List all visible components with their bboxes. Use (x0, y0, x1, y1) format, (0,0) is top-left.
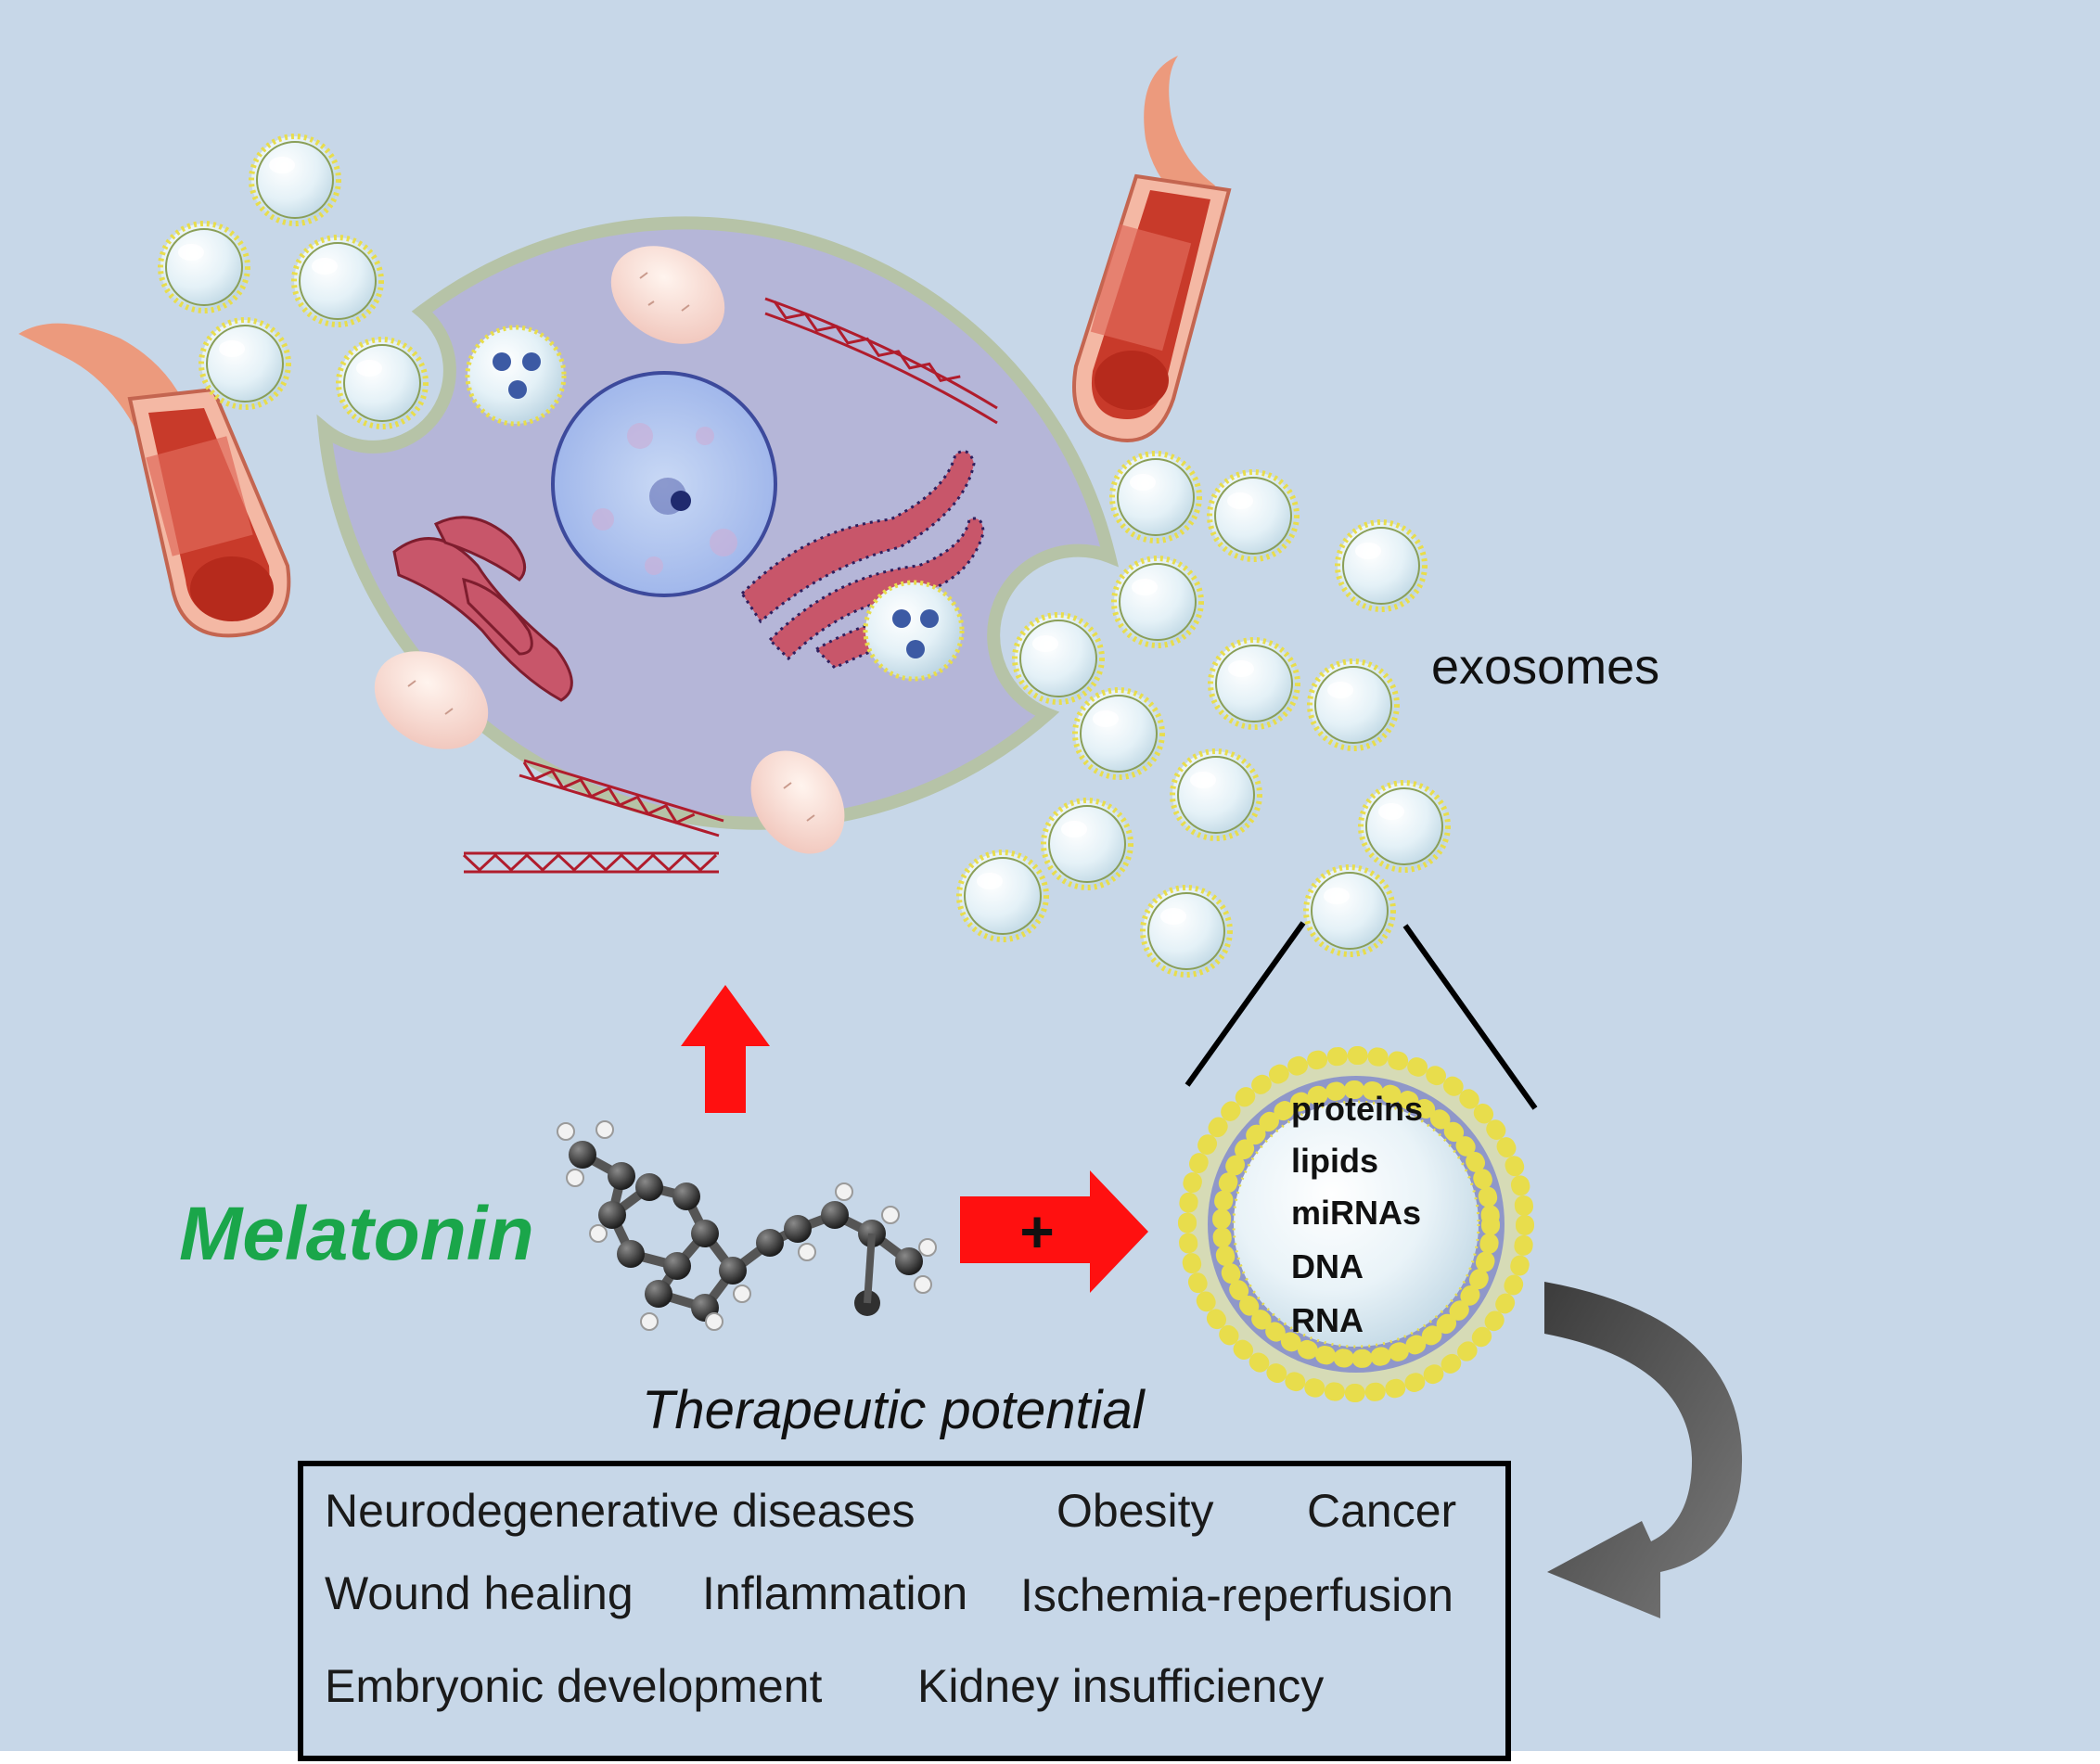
cytoskeleton-filament (519, 759, 724, 837)
molecule-hydrogen (566, 1169, 584, 1187)
multivesicular-body (863, 580, 965, 682)
multivesicular-body (465, 325, 567, 427)
molecule-atom (672, 1182, 700, 1210)
exosome-vesicle (249, 134, 341, 226)
exosome-detail (1178, 1046, 1534, 1402)
melatonin-label: Melatonin (179, 1192, 534, 1276)
molecule-hydrogen (705, 1312, 723, 1331)
molecule-atom (821, 1201, 849, 1229)
disease-item: Neurodegenerative diseases (325, 1485, 916, 1537)
molecule-atom (635, 1173, 663, 1201)
molecule-atom (895, 1247, 923, 1275)
molecule-hydrogen (918, 1238, 937, 1257)
arrow-up (681, 985, 770, 1113)
molecule-atom (663, 1252, 691, 1280)
exosome-vesicle (1109, 451, 1202, 543)
molecule-atom (645, 1280, 672, 1308)
arrow-right-plus: + (960, 1170, 1148, 1293)
molecule-atom (691, 1220, 719, 1247)
molecule-atom (756, 1229, 784, 1257)
mitochondrion (610, 246, 725, 344)
blood-vessel (19, 323, 291, 638)
cell (316, 216, 1119, 874)
curved-arrow (1544, 1282, 1743, 1618)
molecule-atom (569, 1141, 596, 1169)
golgi-apparatus (392, 516, 573, 702)
molecule-hydrogen (595, 1120, 614, 1139)
molecule-atom (719, 1257, 747, 1285)
exosome-vesicle (1041, 798, 1133, 890)
blood-vessel (1072, 56, 1232, 442)
cargo-item: DNA (1291, 1247, 1364, 1285)
zoom-line-left (1184, 921, 1306, 1087)
exosome-vesicle (1335, 519, 1428, 612)
nucleus (551, 371, 777, 597)
exosome-vesicle (291, 235, 384, 327)
exosome-vesicle (1303, 864, 1396, 957)
exosome-vesicle (1012, 612, 1105, 705)
exosome-vesicle (336, 337, 429, 429)
molecule-hydrogen (835, 1182, 853, 1201)
molecule-atom (617, 1240, 645, 1268)
disease-item: Wound healing (325, 1567, 634, 1619)
therapeutic-potential-label: Therapeutic potential (642, 1380, 1146, 1440)
disease-item: Inflammation (702, 1567, 967, 1619)
molecule-hydrogen (640, 1312, 659, 1331)
molecule-atom (608, 1162, 635, 1190)
cytoskeleton-filament (462, 851, 719, 874)
exosome-vesicle (198, 317, 291, 410)
exosome-vesicle (1072, 687, 1165, 780)
melatonin-molecule (557, 1120, 937, 1331)
exosome-vesicle (1208, 637, 1300, 730)
disease-item: Kidney insufficiency (917, 1660, 1324, 1712)
cargo-item: proteins (1291, 1090, 1423, 1128)
exosome-vesicle (956, 850, 1049, 942)
exosomes-label: exosomes (1431, 639, 1659, 695)
plus-sign: + (1019, 1198, 1054, 1265)
exosome-vesicle (1111, 556, 1204, 648)
cytoskeleton-filament (764, 297, 998, 425)
exosome-cluster (158, 134, 1451, 978)
molecule-bond (864, 1233, 876, 1304)
disease-list: Neurodegenerative diseases Obesity Cance… (325, 1485, 1456, 1712)
cargo-item: miRNAs (1291, 1194, 1421, 1232)
disease-item: Cancer (1307, 1485, 1456, 1537)
cargo-item: RNA (1291, 1301, 1364, 1339)
molecule-hydrogen (589, 1224, 608, 1243)
exosome-vesicle (1140, 885, 1233, 978)
exosome-vesicle (158, 221, 250, 313)
molecule-atom (784, 1215, 812, 1243)
zoom-line-right (1402, 924, 1538, 1110)
exosome-vesicle (1170, 748, 1262, 841)
disease-box (298, 1461, 1511, 1761)
molecule-atom (598, 1201, 626, 1229)
disease-item: Obesity (1056, 1485, 1214, 1537)
cargo-item: lipids (1291, 1142, 1378, 1180)
disease-item: Embryonic development (325, 1660, 822, 1712)
exosome-cargo-list: proteins lipids miRNAs DNA RNA (1291, 1090, 1423, 1339)
molecule-hydrogen (798, 1243, 816, 1261)
mitochondrion (374, 651, 489, 749)
exosome-vesicle (1307, 658, 1400, 751)
molecule-hydrogen (557, 1122, 575, 1141)
exosome-vesicle (1207, 469, 1300, 562)
molecule-hydrogen (914, 1275, 932, 1294)
molecule-hydrogen (881, 1206, 900, 1224)
mitochondrion (750, 750, 845, 854)
exosome-vesicle (1358, 780, 1451, 873)
disease-item: Ischemia-reperfusion (1020, 1569, 1453, 1621)
molecule-hydrogen (733, 1285, 751, 1303)
